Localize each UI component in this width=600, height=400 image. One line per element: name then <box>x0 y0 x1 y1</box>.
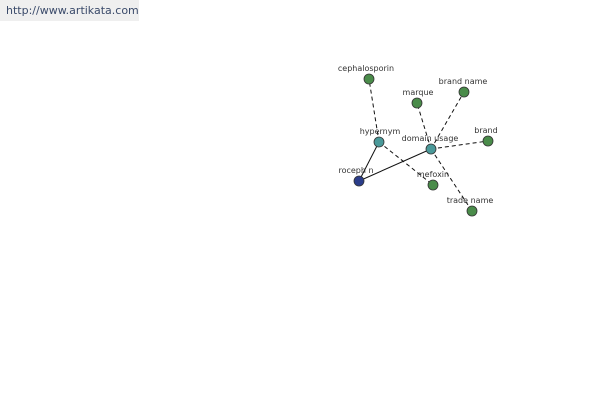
node-cephalosporin[interactable] <box>363 73 375 85</box>
edge-hypernym-mefoxin <box>378 141 434 186</box>
node-label-domain: domain usage <box>402 134 459 143</box>
edges-layer <box>358 78 489 212</box>
node-mefoxin[interactable] <box>427 179 439 191</box>
node-domain[interactable] <box>425 143 437 155</box>
node-label-roceph: roceph n <box>338 166 373 175</box>
node-roceph[interactable] <box>353 175 365 187</box>
node-label-tradename: trade name <box>447 196 494 205</box>
node-hypernym[interactable] <box>373 136 385 148</box>
node-tradename[interactable] <box>466 205 478 217</box>
node-label-hypernym: hypernym <box>360 127 401 136</box>
edge-domain-brand <box>430 140 489 150</box>
edge-domain-tradename <box>430 148 473 212</box>
node-marque[interactable] <box>411 97 423 109</box>
node-brandname[interactable] <box>458 86 470 98</box>
node-label-cephalosporin: cephalosporin <box>338 64 394 73</box>
edge-roceph-domain <box>358 148 432 182</box>
edge-hypernym-cephalosporin <box>368 78 380 143</box>
edge-roceph-hypernym <box>358 141 380 182</box>
node-label-brandname: brand name <box>439 77 488 86</box>
site-url-link[interactable]: http://www.artikata.com <box>0 0 139 21</box>
node-label-brand: brand <box>474 126 497 135</box>
nodes-layer <box>353 73 494 217</box>
edge-domain-brandname <box>430 91 465 150</box>
node-label-mefoxin: mefoxin <box>417 170 449 179</box>
node-brand[interactable] <box>482 135 494 147</box>
edge-domain-marque <box>416 102 432 150</box>
node-label-marque: marque <box>403 88 434 97</box>
